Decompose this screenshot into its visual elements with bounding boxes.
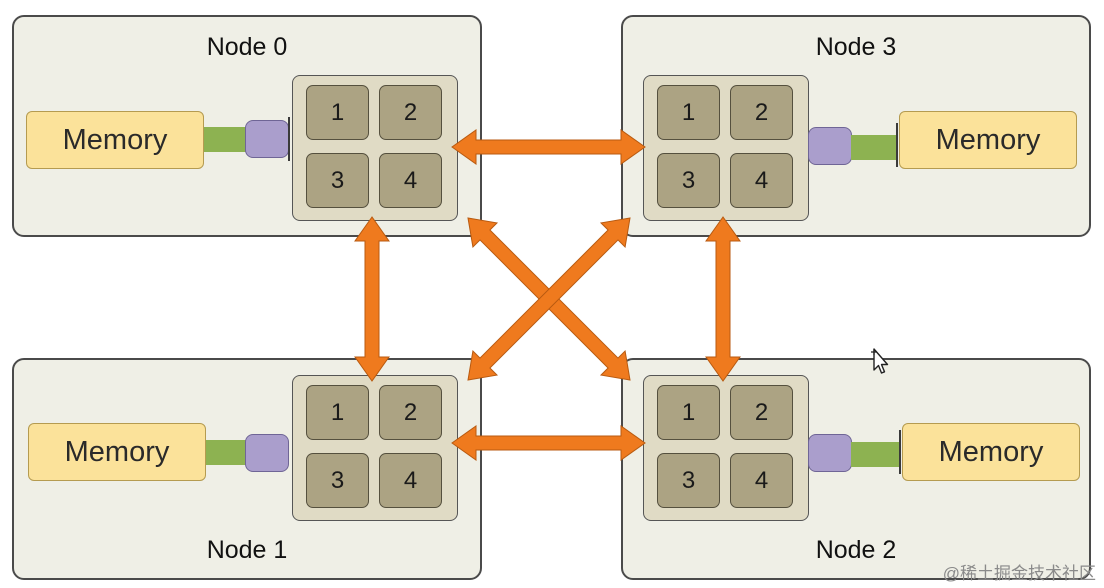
memory-controller	[808, 434, 852, 472]
memory-block: Memory	[26, 111, 204, 169]
cpu-package: 1 2 3 4	[643, 375, 809, 521]
cpu-core: 4	[379, 453, 442, 508]
node-title: Node 0	[206, 33, 288, 61]
cpu-core: 3	[306, 153, 369, 208]
link-node0-node1	[354, 216, 390, 382]
node-title: Node 1	[206, 536, 288, 564]
link-node3-node1	[467, 217, 631, 381]
link-node1-node2	[451, 425, 646, 461]
memory-block: Memory	[902, 423, 1080, 481]
cpu-core: 2	[379, 85, 442, 140]
node-3: Node 3 1 2 3 4 Memory	[621, 15, 1091, 237]
cpu-package: 1 2 3 4	[643, 75, 809, 221]
memory-block: Memory	[899, 111, 1077, 169]
controller-connector	[899, 430, 901, 474]
cpu-package: 1 2 3 4	[292, 75, 458, 221]
node-0: Node 0 Memory 1 2 3 4	[12, 15, 482, 237]
memory-block: Memory	[28, 423, 206, 481]
node-title: Node 2	[815, 536, 897, 564]
memory-controller	[245, 120, 289, 158]
node-title: Node 3	[815, 33, 897, 61]
cpu-package: 1 2 3 4	[292, 375, 458, 521]
cpu-core: 4	[730, 153, 793, 208]
cpu-core: 4	[730, 453, 793, 508]
cpu-core: 3	[306, 453, 369, 508]
node-1: Memory 1 2 3 4 Node 1	[12, 358, 482, 580]
controller-connector	[896, 123, 898, 167]
memory-controller	[245, 434, 289, 472]
cpu-core: 2	[379, 385, 442, 440]
cpu-core: 1	[657, 385, 720, 440]
cpu-core: 1	[306, 85, 369, 140]
cpu-core: 2	[730, 85, 793, 140]
memory-bus	[851, 442, 901, 467]
cpu-core: 2	[730, 385, 793, 440]
arrow-layer	[354, 129, 741, 461]
link-node0-node3	[451, 129, 646, 165]
cpu-core: 1	[306, 385, 369, 440]
memory-bus	[206, 440, 248, 465]
memory-bus	[204, 127, 248, 152]
node-2: 1 2 3 4 Memory Node 2	[621, 358, 1091, 580]
cpu-core: 1	[657, 85, 720, 140]
cpu-core: 4	[379, 153, 442, 208]
watermark: @稀土掘金技术社区	[942, 564, 1096, 583]
memory-bus	[851, 135, 897, 160]
link-node3-node2	[705, 216, 741, 382]
cpu-core: 3	[657, 453, 720, 508]
controller-connector	[288, 117, 290, 161]
cpu-core: 3	[657, 153, 720, 208]
mouse-cursor-icon	[871, 348, 889, 374]
